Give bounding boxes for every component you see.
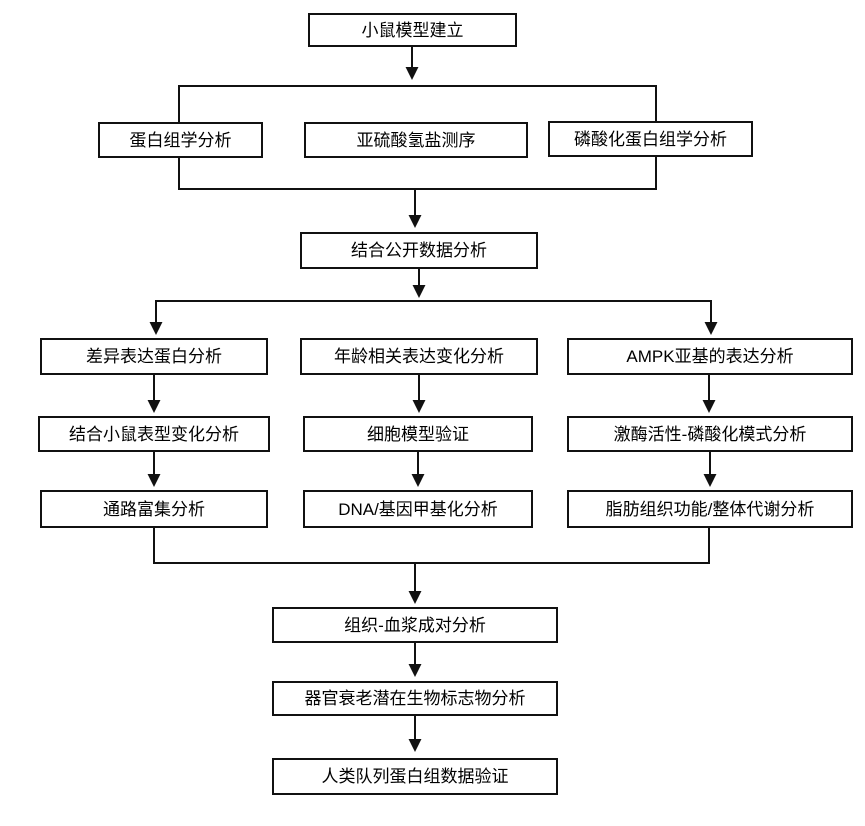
node-mouse-model: 小鼠模型建立 [308,13,517,47]
node-mouse-phenotype: 结合小鼠表型变化分析 [38,416,270,452]
node-kinase-phospho-pattern: 激酶活性-磷酸化模式分析 [567,416,853,452]
node-pathway-enrichment: 通路富集分析 [40,490,268,528]
node-bisulfite-sequencing: 亚硫酸氢盐测序 [304,122,528,158]
node-proteomics: 蛋白组学分析 [98,122,263,158]
node-differential-expression: 差异表达蛋白分析 [40,338,268,375]
node-dna-methylation: DNA/基因甲基化分析 [303,490,533,528]
node-organ-aging-biomarker: 器官衰老潜在生物标志物分析 [272,681,558,716]
node-public-data-analysis: 结合公开数据分析 [300,232,538,269]
node-human-cohort-validation: 人类队列蛋白组数据验证 [272,758,558,795]
branch-distribution-line [149,300,718,335]
node-adipose-metabolism: 脂肪组织功能/整体代谢分析 [567,490,853,528]
node-tissue-plasma-paired: 组织-血浆成对分析 [272,607,558,643]
merge-line [153,527,710,564]
node-ampk-subunit-expression: AMPK亚基的表达分析 [567,338,853,375]
node-phosphoproteomics: 磷酸化蛋白组学分析 [548,121,753,157]
node-cell-model-validation: 细胞模型验证 [303,416,533,452]
node-age-related-expression: 年龄相关表达变化分析 [300,338,538,375]
